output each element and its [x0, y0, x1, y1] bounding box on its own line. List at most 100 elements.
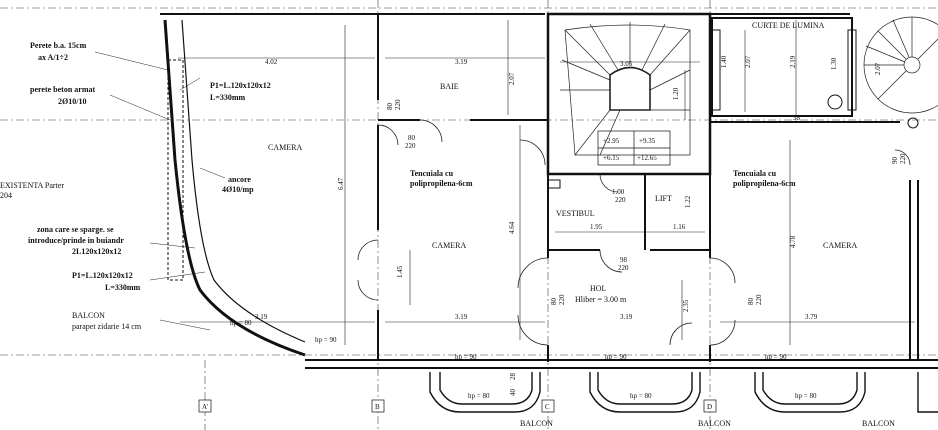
hp80-1: hp = 80	[230, 319, 252, 327]
note-tencuiala-right: Tencuiala cu	[733, 169, 777, 178]
note-existenta-num: 204	[0, 191, 12, 200]
hp90-4: hp = 90	[765, 353, 787, 361]
dim-220-a: 220	[394, 99, 402, 110]
dim-195: 1.95	[590, 223, 603, 231]
dim-319-bc: 3.19	[620, 313, 633, 321]
dim-120: 1.20	[672, 87, 680, 100]
dim-235: 2.35	[682, 299, 690, 312]
axis-c: C	[545, 403, 550, 411]
dim-100: 1.00	[612, 188, 625, 196]
dim-220-d: 220	[755, 294, 763, 305]
dim-478: 4.78	[789, 235, 797, 248]
dim-319-bl: 3.19	[255, 313, 268, 321]
hp80-4: hp = 80	[795, 392, 817, 400]
spiral-stair	[560, 22, 691, 156]
wall-details	[167, 29, 919, 281]
level-box	[597, 130, 671, 166]
dim-38: 38	[793, 114, 801, 122]
note-zona: zona care se sparge. se	[37, 225, 114, 234]
axis-d: D	[707, 403, 712, 411]
note-perete-ba: Perete b.a. 15cm	[30, 41, 87, 50]
room-camera-mid: CAMERA	[432, 241, 466, 250]
dim-402: 4.02	[265, 58, 278, 66]
dim-116: 1.16	[673, 223, 686, 231]
leader-lines	[94, 51, 226, 331]
dim-80-a: 80	[386, 103, 394, 111]
level-4: +12.65	[637, 154, 657, 162]
dim-207-c: 2.07	[874, 62, 882, 75]
dim-220-hol: 220	[618, 264, 629, 272]
hp90-1: hp = 90	[315, 336, 337, 344]
hp90-2: hp = 90	[455, 353, 477, 361]
dim-305: 3.05	[620, 60, 633, 68]
note-tencuiala-right-2: polipropilena-6cm	[733, 179, 796, 188]
note-tencuiala-mid-2: polipropilena-6cm	[410, 179, 473, 188]
dim-220-c: 220	[558, 294, 566, 305]
dim-145: 1.45	[396, 265, 404, 278]
dim-220-right: 220	[899, 153, 907, 164]
dim-80-b: 80	[408, 134, 416, 142]
room-balcon-2: BALCON	[698, 419, 731, 428]
dim-319-bm: 3.19	[455, 313, 468, 321]
room-balcon-3: BALCON	[862, 419, 895, 428]
level-2: +9.35	[639, 137, 656, 145]
note-perete-beton: perete beton armat	[30, 85, 96, 94]
note-ancore-rebar: 4Ø10/mp	[222, 185, 254, 194]
level-1: +2.95	[603, 137, 620, 145]
room-camera-left: CAMERA	[268, 143, 302, 152]
dim-207-b: 2.07	[744, 55, 752, 68]
axis-b: B	[375, 403, 380, 411]
dim-464: 4.64	[508, 221, 516, 234]
room-vestibul: VESTIBUL	[556, 209, 595, 218]
axis-markers	[198, 399, 717, 413]
note-perete-beton-rebar: 2Ø10/10	[58, 97, 86, 106]
room-hol-height: Hliber = 3.00 m	[575, 295, 627, 304]
axis-a-prime: A'	[202, 403, 208, 411]
dim-647: 6.47	[337, 177, 345, 190]
note-balcon: BALCON	[72, 311, 105, 320]
note-perete-ba-axis: ax A/1÷2	[38, 53, 68, 62]
note-tencuiala-mid: Tencuiala cu	[410, 169, 454, 178]
room-lift: LIFT	[655, 194, 672, 203]
dim-319-top: 3.19	[455, 58, 468, 66]
note-ancore: ancore	[228, 175, 251, 184]
note-p1-top-length: L=330mm	[210, 93, 246, 102]
walls	[160, 12, 938, 369]
room-balcon-1: BALCON	[520, 419, 553, 428]
room-curte-lumina: CURTE DE LUMINA	[752, 21, 825, 30]
note-existenta: EXISTENTA Parter	[0, 181, 64, 190]
note-p1-bottom: P1=L.120x120x12	[72, 271, 133, 280]
note-zona-2: introduce/prinde in buiandr	[28, 236, 124, 245]
room-hol: HOL	[590, 284, 607, 293]
dim-122: 1.22	[684, 195, 692, 208]
dim-379: 3.79	[805, 313, 818, 321]
dim-90-right: 90	[891, 157, 899, 165]
door-swings	[357, 119, 911, 346]
dim-80-c: 80	[550, 298, 558, 306]
balconies	[429, 372, 938, 413]
note-p1-top: P1=L.120x120x12	[210, 81, 271, 90]
dim-219: 2.19	[789, 55, 797, 68]
note-balcon-parapet: parapet zidarie 14 cm	[72, 322, 142, 331]
dim-207-a: 2.07	[508, 72, 516, 85]
dim-98: 98	[620, 256, 628, 264]
dimension-lines	[178, 20, 915, 345]
dim-140: 1.40	[720, 55, 728, 68]
dim-220-b: 220	[405, 142, 416, 150]
dim-28: 28	[509, 373, 517, 381]
dim-80-d: 80	[747, 298, 755, 306]
level-3: +6.15	[603, 154, 620, 162]
dim-40: 40	[509, 389, 517, 397]
room-camera-right: CAMERA	[823, 241, 857, 250]
hp80-3: hp = 80	[630, 392, 652, 400]
hp90-3: hp = 90	[605, 353, 627, 361]
dim-220-lift: 220	[615, 196, 626, 204]
room-baie: BAIE	[440, 82, 459, 91]
hp80-2: hp = 80	[468, 392, 490, 400]
dim-130: 1.30	[830, 57, 838, 70]
note-zona-3: 2L120x120x12	[72, 247, 121, 256]
note-p1-bottom-length: L=330mm	[105, 283, 141, 292]
